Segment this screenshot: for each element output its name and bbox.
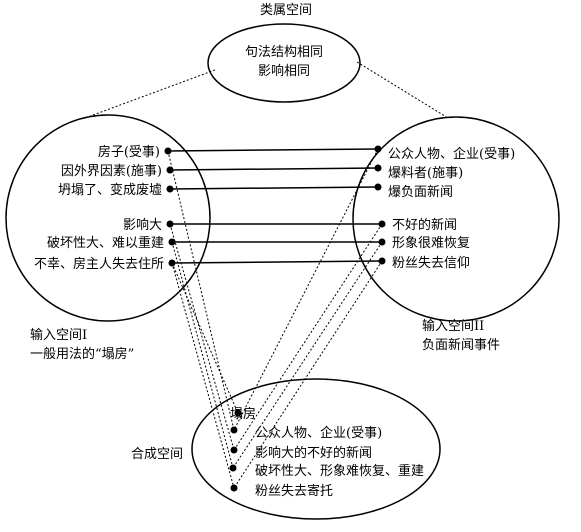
blend-dot-1 (234, 409, 242, 417)
input2-caption-line-2: 负面新闻事件 (422, 337, 500, 353)
input2-caption-line-1: 输入空间II (422, 318, 484, 334)
input1-dot-4 (166, 220, 174, 228)
blend-item-2: 公众人物、企业(受事) (255, 425, 382, 441)
projection-i1 (167, 150, 235, 431)
projection-i6b (171, 262, 239, 414)
mapping-line-1 (167, 148, 379, 152)
input1-item-1: 房子(受事) (98, 144, 160, 160)
input2-dot-5 (378, 238, 386, 246)
mapping-line-6 (171, 260, 383, 264)
input2-dot-2 (374, 164, 382, 172)
input2-item-1: 公众人物、企业(受事) (388, 146, 515, 162)
blend-item-3: 影响大的不好的新闻 (255, 445, 372, 461)
blend-dot-2 (230, 426, 238, 434)
input2-dot-3 (374, 183, 382, 191)
input1-caption-line-2: 一般用法的“塌房” (30, 346, 134, 362)
blended-space-caption: 合成空间 (131, 447, 183, 462)
input-space-1-circle (5, 114, 211, 322)
input-space-2-circle (352, 116, 560, 322)
generic-space-title: 类属空间 (260, 3, 312, 18)
projection-ii5 (232, 241, 383, 469)
input1-dot-3 (166, 185, 174, 193)
input1-item-3: 坍塌了、变成废墟 (58, 182, 162, 198)
input2-dot-4 (378, 220, 386, 228)
mapping-line-3 (169, 186, 379, 190)
generic-to-input2-line (356, 61, 449, 119)
blend-dot-4 (229, 464, 237, 472)
projection-i4 (169, 223, 235, 451)
input1-item-2: 因外界因素(施事) (61, 164, 162, 179)
input1-item-6: 不幸、房主人失去住所 (34, 256, 164, 272)
input1-item-4: 影响大 (123, 217, 162, 233)
blend-dot-5 (230, 484, 238, 492)
input2-item-2: 爆料者(施事) (388, 166, 463, 181)
input2-item-5: 形象很难恢复 (392, 236, 470, 251)
input1-dot-6 (168, 259, 176, 267)
generic-space-line-1: 句法结构相同 (245, 45, 323, 60)
blend-item-1: 塌房 (230, 406, 256, 422)
projection-ii6 (233, 260, 383, 489)
blend-item-4: 破坏性大、形象难恢复、重建 (255, 463, 424, 479)
projection-ii1 (233, 148, 379, 431)
input1-caption-line-1: 输入空间I (30, 327, 87, 343)
input1-dot-2 (166, 166, 174, 174)
generic-space-ellipse (207, 23, 361, 103)
projection-i6 (171, 262, 235, 489)
generic-to-input1-line (84, 69, 216, 119)
mapping-line-2 (169, 167, 379, 171)
input2-item-4: 不好的新闻 (392, 217, 457, 233)
input2-item-6: 粉丝失去信仰 (392, 256, 470, 271)
input2-dot-1 (374, 145, 382, 153)
blended-space-ellipse (191, 378, 441, 520)
blend-item-5: 粉丝失去寄托 (255, 483, 333, 499)
input1-dot-5 (168, 238, 176, 246)
projection-i5 (171, 241, 234, 469)
input2-dot-6 (378, 257, 386, 265)
generic-space-line-2: 影响相同 (258, 63, 310, 79)
input1-dot-1 (164, 147, 172, 155)
input1-item-5: 破坏性大、难以重建 (47, 235, 164, 251)
blend-dot-3 (230, 446, 238, 454)
projection-ii4 (233, 223, 383, 451)
input2-item-3: 爆负面新闻 (388, 184, 453, 200)
